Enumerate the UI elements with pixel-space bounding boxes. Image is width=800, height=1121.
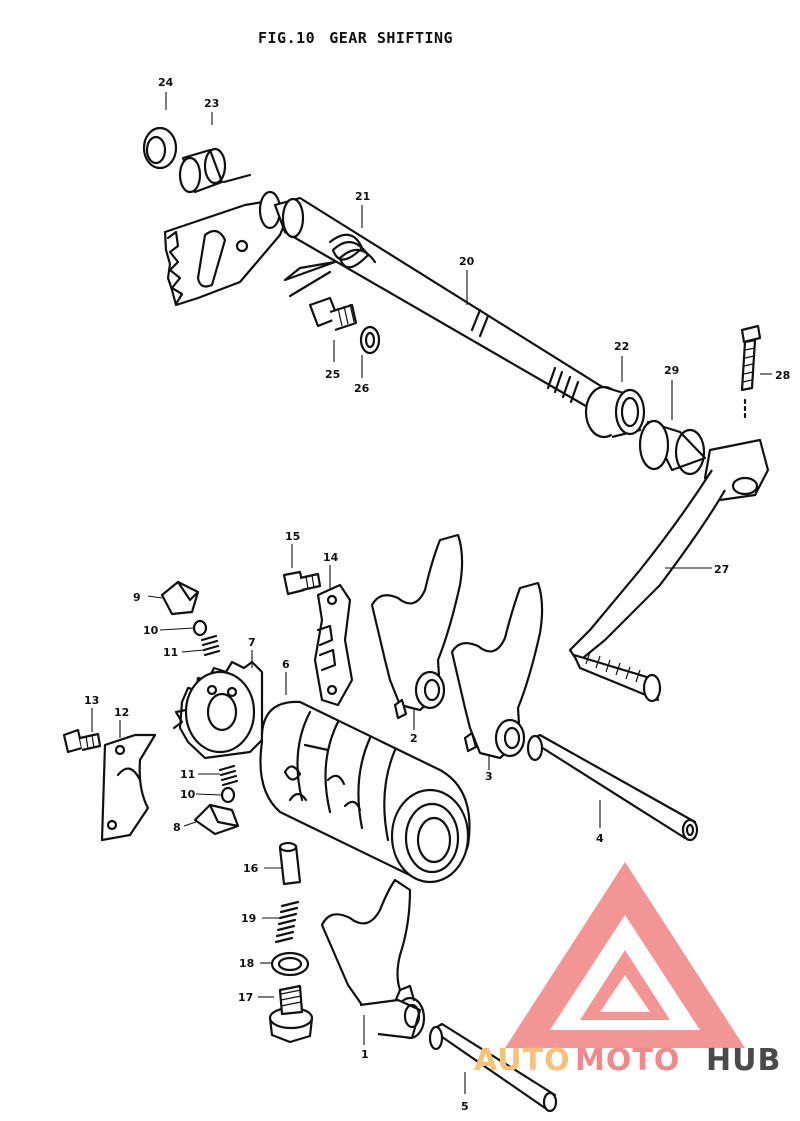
shift-fork-3 — [450, 581, 544, 760]
shift-fork-2 — [370, 533, 464, 720]
watermark-auto: AUTO — [474, 1043, 571, 1078]
watermark-hub: HUB — [706, 1043, 781, 1078]
callout-29: 29 — [664, 364, 679, 377]
callout-11: 11 — [163, 646, 178, 659]
callout-28: 28 — [775, 369, 790, 382]
callout-5: 5 — [461, 1100, 469, 1113]
watermark-moto: MOTO — [575, 1043, 680, 1078]
callout-11b: 11 — [180, 768, 195, 781]
callout-18: 18 — [239, 957, 254, 970]
callout-22: 22 — [614, 340, 629, 353]
callout-17: 17 — [238, 991, 253, 1004]
shift-pawl-set-upper — [160, 580, 221, 657]
shift-pawl-set-lower — [193, 764, 240, 836]
callout-15: 15 — [285, 530, 300, 543]
gear-shift-lever — [568, 324, 770, 703]
shift-drum — [172, 660, 471, 884]
callout-9: 9 — [133, 591, 141, 604]
figure-title: FIG.10 GEAR SHIFTING — [258, 29, 467, 47]
fork-shaft-4 — [526, 733, 699, 842]
fork-shaft-5 — [428, 1022, 558, 1113]
figure-number: FIG.10 — [258, 29, 316, 47]
stopper-plate — [282, 570, 354, 707]
callout-19: 19 — [241, 912, 256, 925]
figure-caption: GEAR SHIFTING — [329, 29, 454, 47]
callout-10: 10 — [143, 624, 159, 637]
callout-27: 27 — [714, 563, 729, 576]
shift-fork-1 — [320, 878, 426, 1040]
callout-20: 20 — [459, 255, 475, 268]
callout-1: 1 — [361, 1048, 369, 1061]
callout-3: 3 — [485, 770, 493, 783]
callout-8: 8 — [173, 821, 181, 834]
callout-23: 23 — [204, 97, 219, 110]
callout-12: 12 — [114, 706, 129, 719]
callout-2: 2 — [410, 732, 418, 745]
callout-10b: 10 — [180, 788, 196, 801]
callout-26: 26 — [354, 382, 370, 395]
watermark-wordmark: AUTO MOTO HUB — [474, 1043, 781, 1078]
cam-guide-plate — [62, 728, 157, 842]
callout-7: 7 — [248, 636, 256, 649]
callout-24: 24 — [158, 76, 174, 89]
callout-13: 13 — [84, 694, 99, 707]
callout-25: 25 — [325, 368, 340, 381]
shift-shaft-assembly — [142, 126, 707, 476]
neutral-switch-parts — [268, 841, 314, 1044]
callout-21: 21 — [355, 190, 370, 203]
leader-lines — [91, 92, 772, 1094]
watermark-logo — [505, 862, 745, 1048]
callout-6: 6 — [282, 658, 290, 671]
callout-16: 16 — [243, 862, 259, 875]
callout-14: 14 — [323, 551, 339, 564]
callout-4: 4 — [596, 832, 604, 845]
callout-numbers: 24 23 21 20 25 26 22 29 28 27 15 14 9 10… — [84, 76, 790, 1113]
